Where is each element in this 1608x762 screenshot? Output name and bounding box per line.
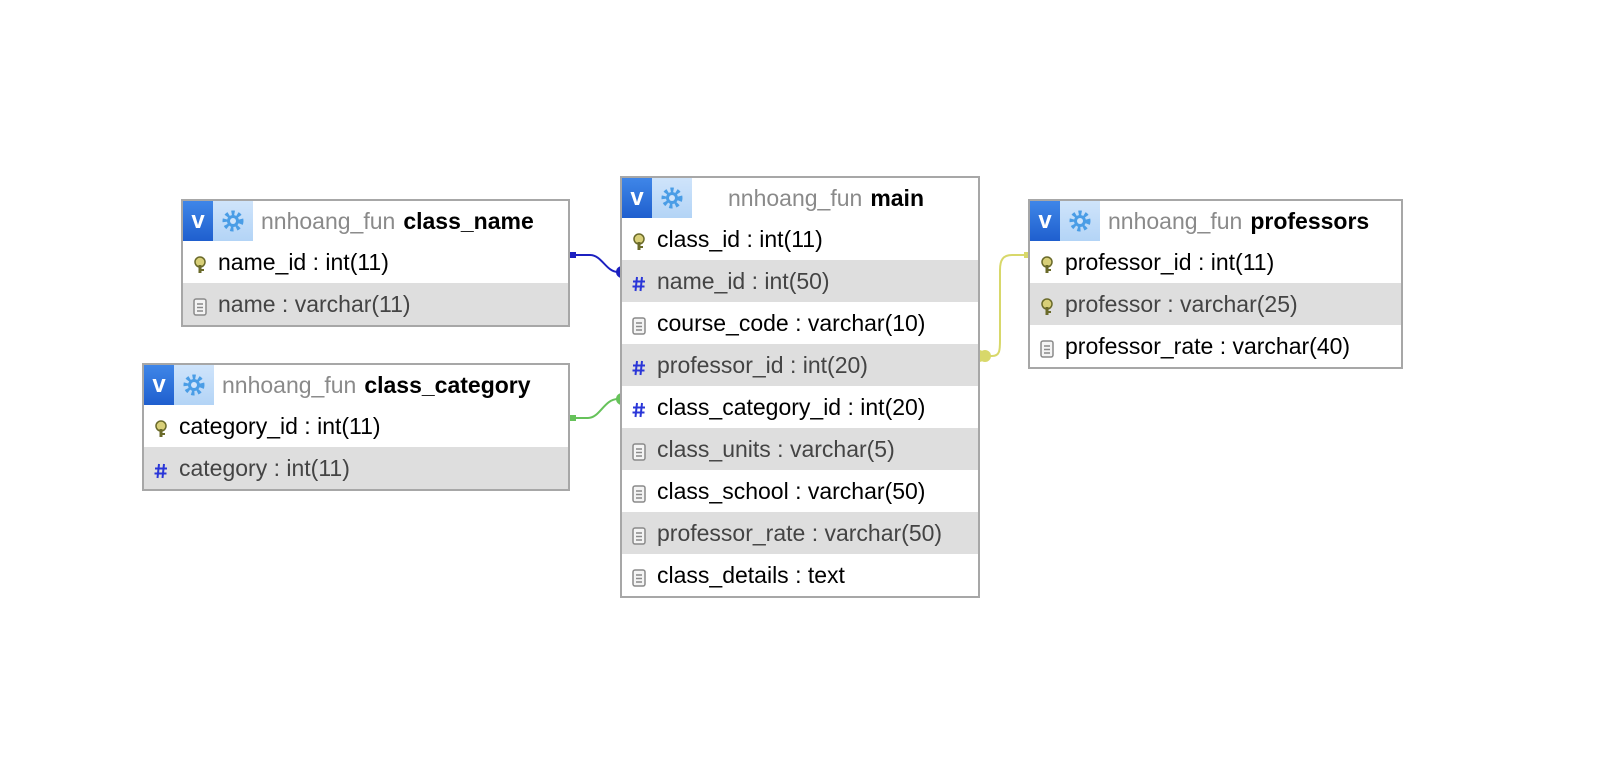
text-field-icon: [632, 485, 646, 503]
primary-key-icon: [1041, 298, 1053, 315]
primary-key-icon: [155, 420, 167, 437]
field-label: name : varchar(11): [218, 290, 411, 317]
view-toggle-button[interactable]: v: [183, 201, 213, 241]
field-row[interactable]: class_school : varchar(50): [622, 470, 978, 512]
gear-icon: [183, 374, 205, 396]
database-name: nnhoang_fun: [728, 184, 863, 211]
field-label: category_id : int(11): [179, 412, 381, 439]
field-label: class_category_id : int(20): [657, 393, 926, 420]
table-options-button[interactable]: [1060, 201, 1100, 241]
table-options-button[interactable]: [652, 178, 692, 218]
table-header: v nnhoang_fun class_category: [144, 365, 568, 405]
hash-icon: [632, 360, 645, 376]
view-toggle-button[interactable]: v: [144, 365, 174, 405]
field-row[interactable]: class_details : text: [622, 554, 978, 596]
field-label: class_id : int(11): [657, 225, 823, 252]
relation-class-category-to-main: [569, 393, 622, 421]
table-main[interactable]: v nnhoang_fun main class_id : int(11) na…: [620, 176, 980, 598]
table-name: main: [870, 184, 924, 211]
field-row[interactable]: professor : varchar(25): [1030, 283, 1401, 325]
text-field-icon: [632, 527, 646, 545]
field-row[interactable]: class_id : int(11): [622, 218, 978, 260]
field-label: class_school : varchar(50): [657, 477, 926, 504]
field-row[interactable]: professor_rate : varchar(40): [1030, 325, 1401, 367]
table-class-name[interactable]: v nnhoang_fun class_name name_id : int(1…: [181, 199, 570, 327]
relation-class-name-to-main: [569, 252, 622, 278]
field-label: name_id : int(11): [218, 248, 389, 275]
field-row[interactable]: professor_rate : varchar(50): [622, 512, 978, 554]
field-row[interactable]: professor_id : int(11): [1030, 241, 1401, 283]
table-name: class_name: [403, 207, 534, 234]
field-row[interactable]: name_id : int(11): [183, 241, 568, 283]
table-header: v nnhoang_fun professors: [1030, 201, 1401, 241]
view-toggle-button[interactable]: v: [1030, 201, 1060, 241]
database-name: nnhoang_fun: [222, 371, 357, 398]
field-row[interactable]: class_category_id : int(20): [622, 386, 978, 428]
field-label: class_units : varchar(5): [657, 435, 895, 462]
table-header: v nnhoang_fun class_name: [183, 201, 568, 241]
field-row[interactable]: name : varchar(11): [183, 283, 568, 325]
gear-icon: [1069, 210, 1091, 232]
gear-icon: [661, 187, 683, 209]
text-field-icon: [632, 317, 646, 335]
field-label: professor : varchar(25): [1065, 290, 1298, 317]
text-field-icon: [1040, 340, 1054, 358]
field-label: course_code : varchar(10): [657, 309, 926, 336]
hash-icon: [154, 463, 167, 479]
database-name: nnhoang_fun: [261, 207, 396, 234]
primary-key-icon: [633, 233, 645, 250]
field-row[interactable]: category : int(11): [144, 447, 568, 489]
field-row[interactable]: course_code : varchar(10): [622, 302, 978, 344]
field-label: professor_rate : varchar(40): [1065, 332, 1351, 359]
field-row[interactable]: name_id : int(50): [622, 260, 978, 302]
table-options-button[interactable]: [174, 365, 214, 405]
field-row[interactable]: professor_id : int(20): [622, 344, 978, 386]
hash-icon: [632, 402, 645, 418]
primary-key-icon: [1041, 256, 1053, 273]
database-name: nnhoang_fun: [1108, 207, 1243, 234]
field-label: professor_id : int(11): [1065, 248, 1275, 275]
table-options-button[interactable]: [213, 201, 253, 241]
field-row[interactable]: class_units : varchar(5): [622, 428, 978, 470]
hash-icon: [632, 276, 645, 292]
field-label: class_details : text: [657, 561, 845, 588]
view-toggle-button[interactable]: v: [622, 178, 652, 218]
table-name: professors: [1250, 207, 1370, 234]
text-field-icon: [632, 443, 646, 461]
field-row[interactable]: category_id : int(11): [144, 405, 568, 447]
gear-icon: [222, 210, 244, 232]
table-class-category[interactable]: v nnhoang_fun class_category category_id…: [142, 363, 570, 491]
relation-main-to-professors: [979, 252, 1029, 362]
primary-key-icon: [194, 256, 206, 273]
text-field-icon: [193, 298, 207, 316]
table-name: class_category: [364, 371, 531, 398]
text-field-icon: [632, 569, 646, 587]
table-professors[interactable]: v nnhoang_fun professors professor_id : …: [1028, 199, 1403, 369]
field-label: name_id : int(50): [657, 267, 830, 294]
table-header: v nnhoang_fun main: [622, 178, 978, 218]
field-label: professor_rate : varchar(50): [657, 519, 943, 546]
field-label: professor_id : int(20): [657, 351, 868, 378]
field-label: category : int(11): [179, 454, 350, 481]
